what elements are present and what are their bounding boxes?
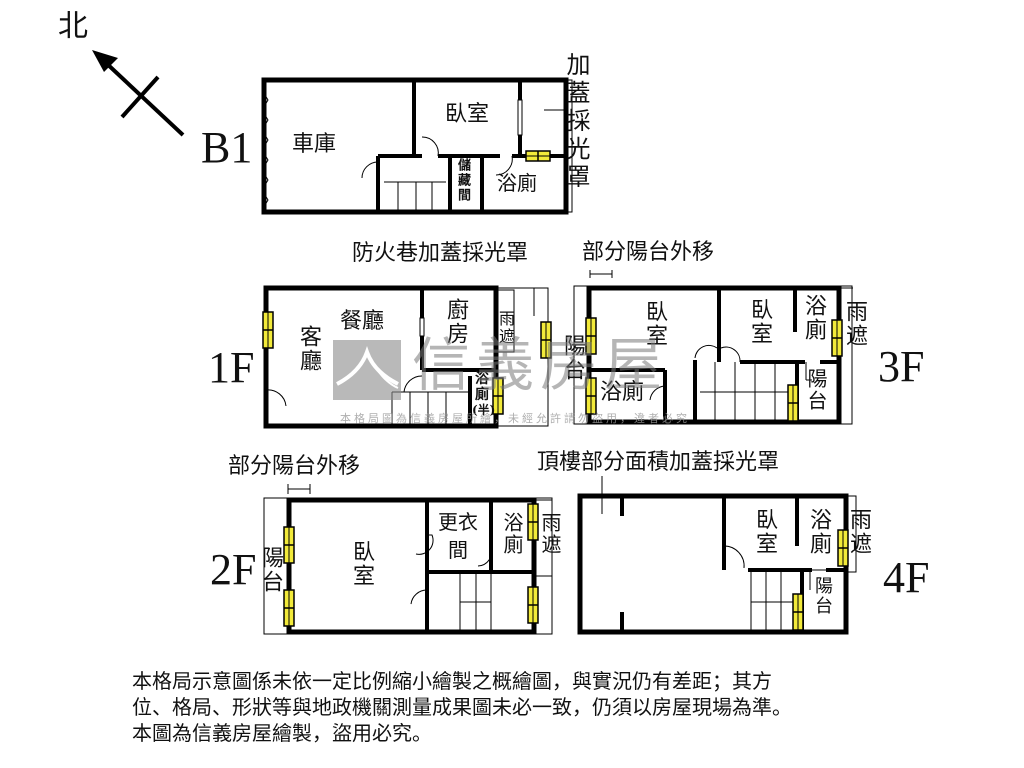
watermark-logo-icon: [333, 340, 401, 400]
room-garage: 車庫: [292, 132, 337, 157]
room-b1-storage: 儲藏間: [455, 158, 470, 203]
floor-label-1f: 1F: [208, 343, 255, 392]
floor-label-2f: 2F: [210, 545, 257, 594]
watermark-notice-text: 本格局圖為信義房屋所繪，未經允許請勿盜用，違者必究: [340, 412, 690, 425]
room-4f-balcony: 陽台: [812, 576, 833, 616]
room-3f-bathroom-2: 浴廁: [801, 294, 826, 342]
room-2f-canopy: 雨遮: [538, 512, 562, 556]
room-b1-bedroom: 臥室: [445, 102, 490, 127]
disclaimer-line-2: 位、格局、形狀等與地政機關測量成果圖未必一致，仍須以房屋現場為準。: [132, 695, 792, 719]
room-kitchen: 廚房: [443, 298, 468, 346]
room-2f-bedroom: 臥室: [349, 540, 374, 588]
disclaimer-text: 本格局示意圖係未依一定比例縮小繪製之概繪圖，與實況仍有差距；其方 位、格局、形狀…: [132, 668, 992, 746]
disclaimer-line-3: 本圖為信義房屋繪製，盜用必究。: [132, 721, 432, 745]
room-b1-bathroom: 浴廁: [497, 171, 537, 195]
watermark-brand-text: 信義房屋: [412, 331, 669, 399]
room-3f-bedroom-1: 臥室: [642, 300, 667, 348]
floor-b1-plan: [261, 77, 573, 215]
room-dining: 餐廳: [340, 309, 385, 334]
room-4f-bedroom: 臥室: [752, 508, 777, 556]
north-arrow-icon: [92, 50, 185, 137]
room-living: 客廳: [296, 325, 321, 373]
compass-north-label: 北: [58, 9, 88, 44]
room-2f-bathroom: 浴廁: [500, 512, 524, 556]
disclaimer-line-1: 本格局示意圖係未依一定比例縮小繪製之概繪圖，與實況仍有差距；其方: [132, 669, 772, 693]
room-1f-half-bath-2: 廁: [475, 387, 489, 403]
room-4f-bathroom: 浴廁: [806, 508, 831, 556]
room-1f-half-bath-1: 浴: [475, 371, 489, 387]
annotation-b1-skylight: 加蓋採光罩: [562, 52, 590, 192]
floor-2f-plan: [263, 484, 553, 635]
room-3f-bedroom-2: 臥室: [747, 298, 772, 346]
room-3f-bathroom-1: 浴廁: [600, 380, 645, 405]
room-4f-canopy: 雨遮: [846, 508, 871, 556]
annotation-1f-skylight: 防火巷加蓋採光罩: [352, 241, 529, 266]
annotation-3f-balcony: 部分陽台外移: [582, 240, 715, 265]
annotation-4f-skylight: 頂樓部分面積加蓋採光罩: [537, 450, 780, 475]
room-3f-balcony-front: 陽台: [560, 334, 585, 382]
room-1f-canopy: 雨遮: [496, 310, 515, 346]
floor-1f-plan: [263, 285, 549, 429]
floor-label-b1: B1: [201, 123, 253, 172]
room-3f-balcony-rear: 陽台: [804, 368, 828, 412]
floor-label-4f: 4F: [883, 553, 930, 602]
room-2f-closet-2: 間: [448, 538, 468, 562]
room-3f-canopy: 雨遮: [842, 300, 867, 348]
room-1f-half-bath-3: (半): [472, 403, 496, 417]
annotation-2f-balcony: 部分陽台外移: [228, 454, 361, 479]
floor-label-3f: 3F: [878, 342, 925, 391]
room-2f-balcony: 陽台: [258, 546, 283, 594]
room-2f-closet-1: 更衣: [438, 510, 478, 534]
